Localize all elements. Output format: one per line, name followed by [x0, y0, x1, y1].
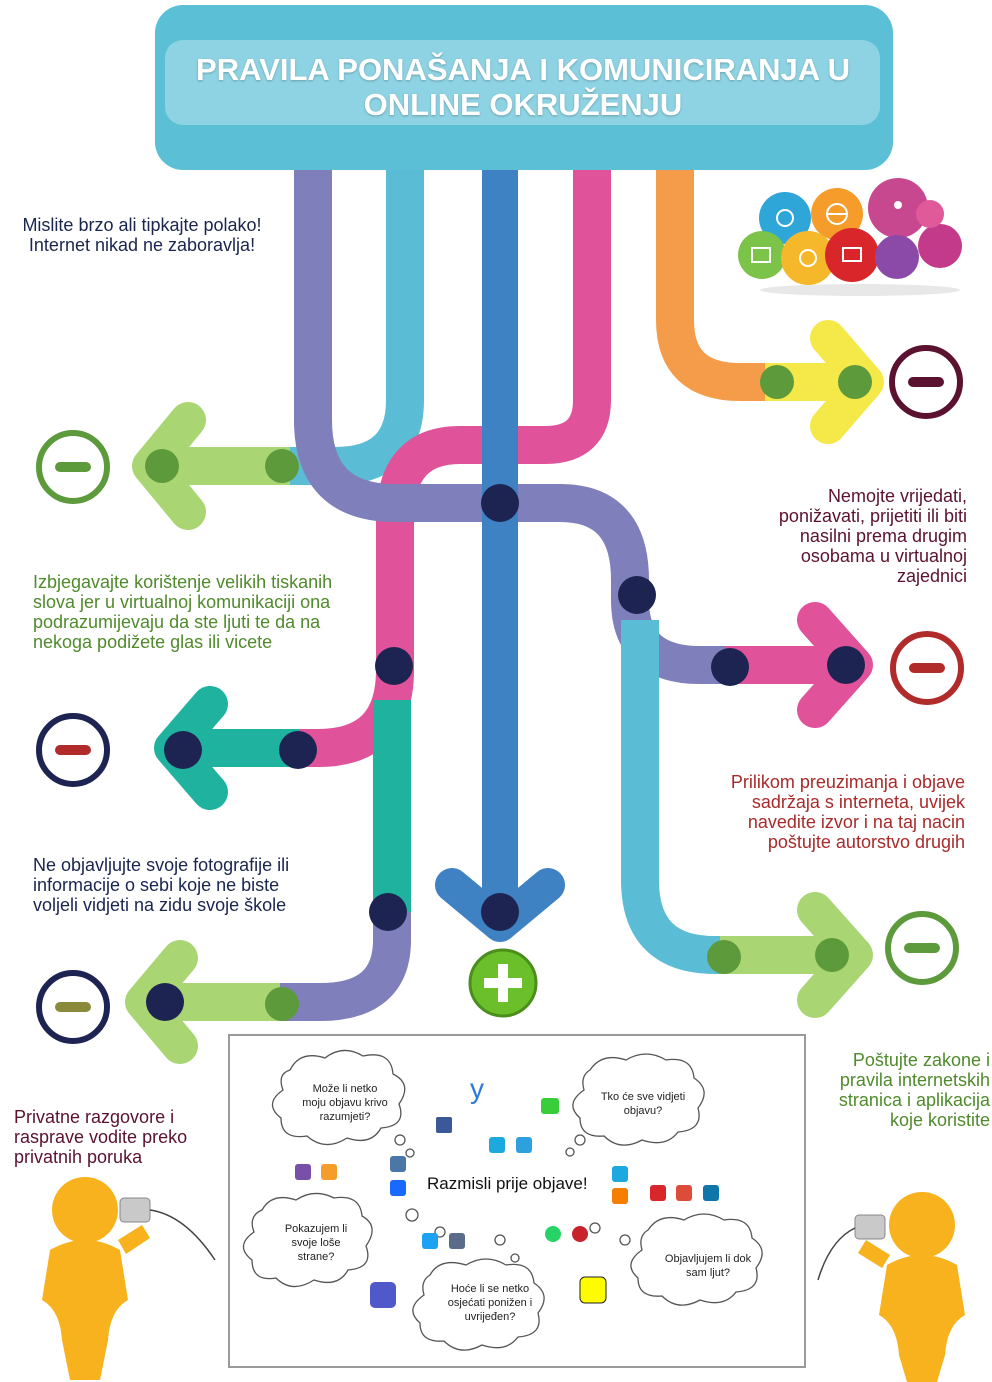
telegram-icon: [516, 1137, 532, 1153]
thought-question-4: Hoće li se netko osjećati ponižen i uvri…: [447, 1283, 533, 1323]
behance-icon: [390, 1180, 406, 1196]
thought-question-1: Može li netko moju objavu krivo razumjet…: [302, 1083, 388, 1123]
rule-text-3: Izbjegavajte korištenje velikih tiskanih…: [33, 572, 333, 652]
twitter-icon: [422, 1233, 438, 1249]
dot-lightgreen-left-1: [265, 449, 299, 483]
thought-question-5: Objavljujem li dok sam ljut?: [664, 1253, 752, 1279]
snapchat-icon: [579, 1276, 607, 1304]
blogger-icon: [612, 1188, 628, 1204]
thought-clouds: [242, 1049, 763, 1351]
dot-teal-left-1: [279, 731, 317, 769]
rule-text-7: Privatne razgovore i rasprave vodite pre…: [14, 1107, 188, 1167]
thought-question-2: Tko će sve vidjeti objavu?: [600, 1091, 686, 1117]
dot-purple-lower: [265, 987, 299, 1021]
dot-teal-down: [369, 893, 407, 931]
arrowhead-lightgreen-lower: [125, 940, 198, 1064]
title-inner-box: [165, 40, 880, 125]
rule-text-1: Mislite brzo ali tipkajte polako! Intern…: [22, 215, 262, 255]
track-purple-lower: [275, 912, 411, 1021]
track-pink-left: [295, 170, 611, 767]
dot-pink-left-1: [375, 647, 413, 685]
dot-teal-left-2: [164, 731, 202, 769]
dot-center-cross: [481, 484, 519, 522]
thought-cloud-3: [242, 1192, 373, 1288]
thought-cloud-4: [412, 1258, 545, 1351]
linkedin-icon: [703, 1185, 719, 1201]
plus-icon: [468, 948, 538, 1018]
figure-left-tin-can: [42, 1177, 216, 1380]
rss-icon: [321, 1164, 337, 1180]
viber-icon: [295, 1164, 311, 1180]
track-orange: [656, 170, 770, 401]
yammer-icon: y: [470, 1073, 484, 1104]
dot-pink-right-1: [711, 648, 749, 686]
rule-text-2: Nemojte vrijedati, ponižavati, prijetiti…: [778, 486, 967, 586]
social-bubbles-cluster-icon: [738, 178, 962, 296]
thought-question-3: Pokazujem li svoje loše strane?: [284, 1223, 348, 1263]
rule-text-6: Poštujte zakone i pravila internetskih s…: [838, 1050, 990, 1130]
rule-text-5: Ne objavljujte svoje fotografije ili inf…: [33, 855, 290, 915]
minus-icon-right-1: [889, 345, 963, 419]
minus-icon-right-3: [885, 911, 959, 985]
dot-yellow-1: [838, 365, 872, 399]
dot-lightgreen-left-2: [145, 449, 179, 483]
dot-lightgreen-lower: [146, 983, 184, 1021]
facebook-icon: [436, 1117, 452, 1133]
instagram-icon: [449, 1233, 465, 1249]
dot-blue-end: [481, 893, 519, 931]
thought-center-text: Razmisli prije objave!: [427, 1174, 588, 1193]
line-icon: [541, 1098, 559, 1114]
minus-icon-left-1: [36, 430, 110, 504]
thought-cloud-1: [271, 1049, 406, 1146]
arrowhead-lightgreen-right: [797, 892, 873, 1018]
youtube-icon: [650, 1185, 666, 1201]
vk-icon: [390, 1156, 406, 1172]
teams-icon: [370, 1282, 396, 1308]
station-dots: [145, 365, 872, 1021]
minus-icon-left-3: [36, 970, 110, 1044]
dot-orange-1: [760, 365, 794, 399]
page-title: PRAVILA PONAŠANJA I KOMUNICIRANJA U ONLI…: [196, 52, 850, 122]
social-icons: y: [295, 1073, 719, 1308]
skype-icon: [489, 1137, 505, 1153]
googleplus-icon: [676, 1185, 692, 1201]
thought-cloud-5: [630, 1213, 763, 1306]
thought-cloud-2: [572, 1053, 705, 1146]
rule-text-4: Prilikom preuzimanja i objave sadržaja s…: [730, 772, 965, 852]
dot-lightgreen-right-2: [815, 938, 849, 972]
pinterest-icon: [572, 1226, 588, 1242]
dot-lightgreen-right-1: [707, 940, 741, 974]
whatsapp-icon: [545, 1226, 561, 1242]
skype-icon-2: [612, 1166, 628, 1182]
minus-icon-right-2: [890, 631, 964, 705]
track-lightblue-right: [621, 620, 725, 974]
dot-purple-right: [618, 576, 656, 614]
minus-icon-left-2: [36, 713, 110, 787]
figure-right-tin-can: [817, 1192, 965, 1382]
dot-pink-right-2: [827, 646, 865, 684]
